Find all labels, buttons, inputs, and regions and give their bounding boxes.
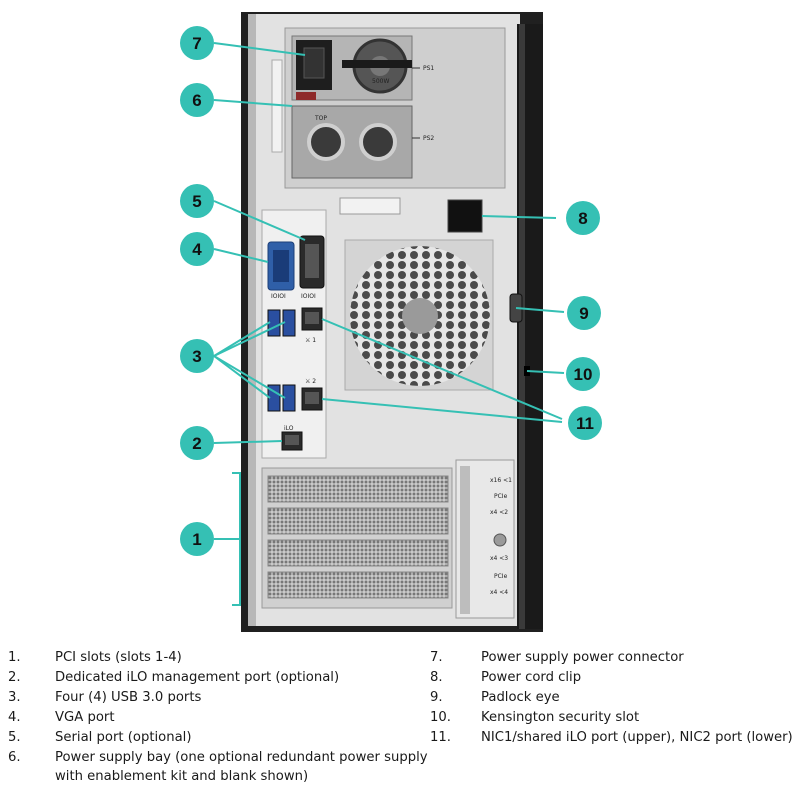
psu-top-label: TOP (314, 115, 327, 122)
callout-number-10: 10 (574, 365, 593, 384)
callout-line-8 (481, 215, 557, 219)
callout-line-3c (213, 355, 271, 399)
callout-number-2: 2 (192, 434, 201, 453)
callout-number-9: 9 (579, 304, 588, 323)
callout-line-6 (213, 99, 293, 107)
callout-badge-11 (568, 406, 602, 440)
callout-line-4 (213, 248, 269, 263)
pcie-slot1-label: x16 <1 (490, 477, 512, 484)
fan-grill (344, 239, 494, 391)
callout-badge-3 (180, 339, 214, 373)
callout-badge-10 (566, 357, 600, 391)
vga-label: IOIOI (271, 293, 286, 300)
callout-number-4: 4 (192, 240, 202, 259)
psu-watts-label: 500W (372, 78, 389, 85)
pcie-label-bottom: PCIe (494, 573, 508, 580)
callout-number-6: 6 (192, 91, 201, 110)
callout-badge-4 (180, 232, 214, 266)
pcie-slot4-label: x4 <4 (490, 589, 508, 596)
pci-slot-3[interactable] (267, 539, 449, 567)
callout-number-7: 7 (192, 34, 201, 53)
callout-line-11a (321, 318, 563, 420)
callout-line-10 (526, 370, 565, 374)
pcie-slot3-label: x4 <3 (490, 555, 508, 562)
callout-line-11b (321, 398, 563, 423)
callout-badge-8 (566, 201, 600, 235)
callout-line-9 (515, 307, 565, 313)
serial-label: IOIOI (301, 293, 316, 300)
power-cord-clip[interactable] (447, 199, 483, 233)
nic1-label: ⚔ 1 (305, 337, 316, 344)
callout-line-3b (213, 321, 286, 357)
callout-badge-6 (180, 83, 214, 117)
io-panel: IOIOI IOIOI ⚔ 1 ⚔ 2 iLO (261, 209, 327, 459)
callout-line-2 (213, 440, 283, 444)
pci-slot-2[interactable] (267, 507, 449, 535)
callout-line-5 (213, 200, 306, 241)
pcie-label-top: PCIe (494, 493, 508, 500)
ps1-label: PS1 (423, 65, 434, 72)
server-rear-diagram: 500W PS1 TOP PS2 IOIOI IOIOI (180, 12, 602, 632)
callout-badge-1 (180, 522, 214, 556)
pci-slot-4[interactable] (267, 571, 449, 599)
usb-port-3[interactable] (267, 384, 281, 412)
callout-number-3: 3 (192, 347, 201, 366)
callout-badge-2 (180, 426, 214, 460)
callout-badge-9 (567, 296, 601, 330)
callout-badge-5 (180, 184, 214, 218)
nic2-label: ⚔ 2 (305, 378, 316, 385)
callout-badge-7 (180, 26, 214, 60)
callout-line-3d (213, 355, 286, 399)
legend: 1. PCI slots (slots 1-4) 2. Dedicated iL… (8, 650, 793, 784)
pci-slots: x16 <1 PCIe x4 <2 x4 <3 PCIe x4 <4 (261, 459, 515, 619)
callout-lines (213, 42, 565, 606)
pcie-slot2-label: x4 <2 (490, 509, 508, 516)
power-supply-bay: 500W PS1 TOP PS2 (271, 27, 506, 189)
pci-slot-1[interactable] (267, 475, 449, 503)
callout-line-7 (213, 42, 306, 56)
callout-number-1: 1 (192, 530, 201, 549)
callout-number-11: 11 (576, 414, 594, 433)
callout-line-3a (213, 321, 271, 357)
callout-number-5: 5 (192, 192, 201, 211)
callout-number-8: 8 (578, 209, 587, 228)
ilo-label: iLO (284, 425, 294, 432)
usb-port-4[interactable] (282, 384, 296, 412)
callout-badges: 1 2 3 4 5 6 7 8 9 10 11 (180, 26, 602, 556)
ps2-label: PS2 (423, 135, 434, 142)
